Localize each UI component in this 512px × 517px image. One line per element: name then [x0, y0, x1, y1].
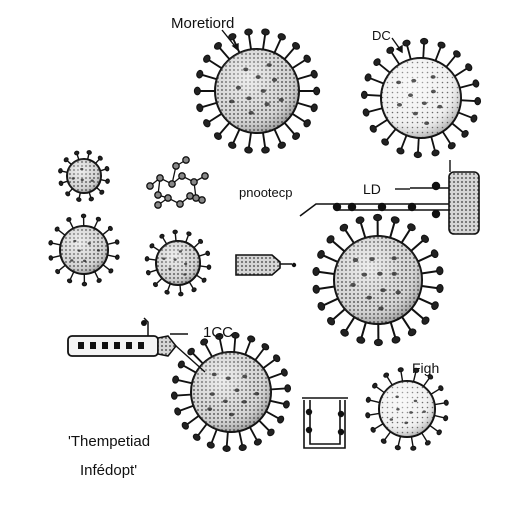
molecule-chain: [147, 157, 208, 208]
label-1cc: 1CC: [203, 325, 233, 340]
virus-large-right: [312, 214, 443, 345]
virus-mid-center: [145, 230, 211, 296]
virus-small-left: [58, 150, 110, 202]
cartridge: [449, 160, 479, 234]
virus-top-right: [361, 38, 481, 158]
label-thempetiad: 'Thempetiad: [68, 434, 150, 449]
label-figh: Figh: [412, 361, 439, 375]
label-pnootecp: pnootecp: [239, 186, 293, 199]
circuit-bracket: [302, 398, 348, 448]
virus-bottom-center: [171, 332, 291, 452]
label-moretiord: Moretiord: [171, 16, 234, 31]
bead-strand: [300, 183, 462, 218]
label-infedopt: Infédopt': [80, 463, 137, 478]
capsule: [236, 255, 296, 275]
label-dc: DC: [372, 29, 391, 42]
virus-mid-left: [48, 214, 119, 286]
virus-large-top: [194, 28, 319, 153]
virus-bottom-right: [365, 367, 448, 450]
label-ld: LD: [363, 182, 381, 196]
